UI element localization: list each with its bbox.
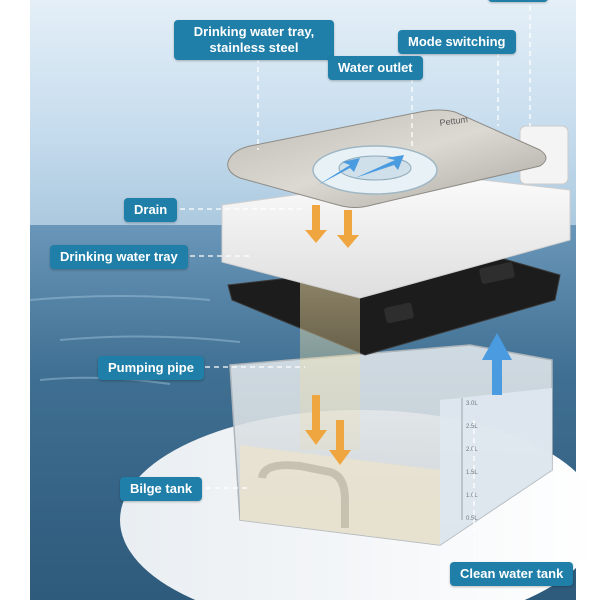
steel-tray-callout: Drinking water tray, stainless steel <box>174 20 334 60</box>
bilge-water-fill <box>240 445 440 545</box>
scale-mark-2: 2.5L <box>466 424 478 430</box>
clean-water-tank-label: Clean water tank <box>460 566 564 581</box>
swirl-arrow-2-icon <box>355 155 404 178</box>
scale-mark-1: 3.0L <box>466 401 478 407</box>
leader-lines <box>180 6 531 562</box>
scale-mark-5: 1.0L <box>466 493 478 499</box>
mode-switching-callout: Mode switching <box>398 30 516 54</box>
pump-block-1 <box>384 302 414 324</box>
drinking-tray-label: Drinking water tray <box>60 249 178 264</box>
drain-label: Drain <box>134 202 168 217</box>
tank-scale: 3.0L 2.5L 2.0L 1.5L 1.0L 0.5L <box>466 401 478 522</box>
bilge-divider <box>258 461 349 528</box>
bilge-tank-callout: Bilge tank <box>120 477 203 501</box>
scale-mark-4: 1.5L <box>466 470 478 476</box>
clean-water-up-arrow-icon <box>482 333 512 395</box>
left-white-margin <box>0 0 30 600</box>
top-partial-callout <box>488 0 548 2</box>
drain-callout: Drain <box>124 198 178 222</box>
water-outlet-callout: Water outlet <box>328 56 423 80</box>
pumping-pipe-label: Pumping pipe <box>108 360 194 375</box>
steel-tray-label-line1: Drinking water tray, <box>193 24 315 39</box>
clean-water-tank-callout: Clean water tank <box>450 562 574 586</box>
clean-water-fill <box>440 388 552 545</box>
scale-mark-3: 2.0L <box>466 447 478 453</box>
water-outlet-label: Water outlet <box>338 60 413 75</box>
drinking-tray-callout: Drinking water tray <box>50 245 188 269</box>
pipe-arrow-2-icon <box>329 420 351 465</box>
scale-mark-6: 0.5L <box>466 516 478 522</box>
swirl-arrow-1-icon <box>318 158 360 185</box>
drain-arrow-2-icon <box>337 210 359 248</box>
brand-mark: Pettum <box>439 114 469 128</box>
pump-block-2 <box>479 262 515 284</box>
pipe-arrow-1-icon <box>305 395 327 445</box>
drain-arrow-1-icon <box>305 205 327 243</box>
pumping-pipe-callout: Pumping pipe <box>98 356 204 380</box>
bilge-tank-label: Bilge tank <box>130 481 193 496</box>
mode-switching-label: Mode switching <box>408 34 506 49</box>
steel-tray-label-line2: stainless steel <box>209 40 299 55</box>
